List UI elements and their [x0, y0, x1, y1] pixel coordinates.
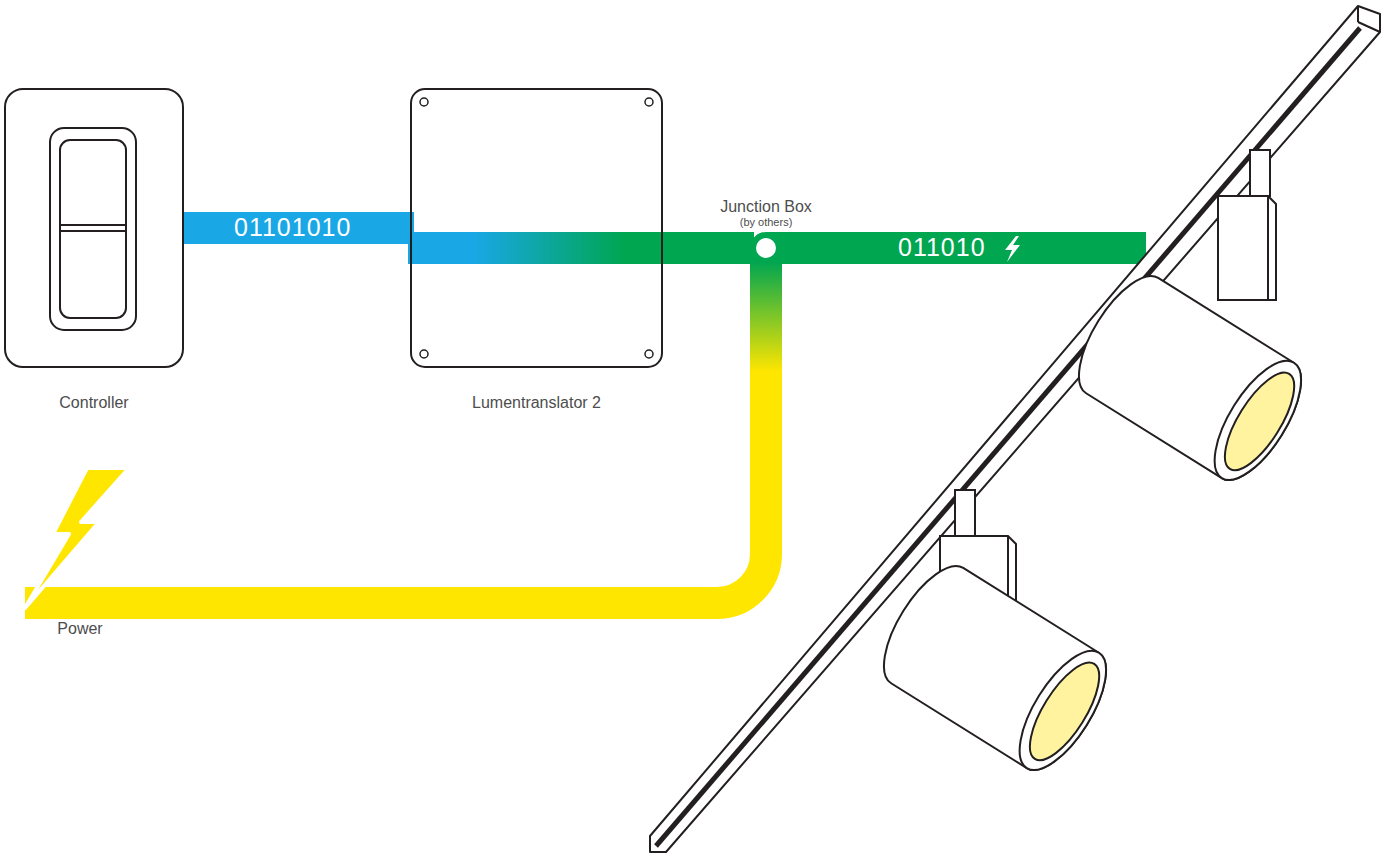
slider-line: [60, 224, 126, 226]
edge-label: 01101010: [234, 212, 351, 242]
bolt-shape: [25, 468, 143, 608]
screw-hole: [645, 98, 653, 106]
slider-line: [60, 230, 126, 232]
signal-band: [662, 232, 754, 264]
screw-hole: [420, 350, 428, 358]
wall-plate: [5, 89, 183, 367]
track-rail: [650, 6, 1380, 852]
junction-node: Junction Box(by others): [750, 232, 782, 264]
node-label: Controller: [59, 394, 128, 412]
bolt-symbol: [1005, 236, 1020, 262]
signal-label: 011010: [898, 232, 986, 262]
screw-hole: [645, 350, 653, 358]
node-label: Lumentranslator 2: [472, 394, 601, 412]
translator-node: Lumentranslator 2: [410, 88, 663, 368]
signal-band: [183, 212, 414, 244]
node-label: (by others): [740, 216, 793, 228]
enclosure: [411, 89, 662, 367]
switch-frame: [50, 128, 136, 330]
junction-ring: [753, 235, 779, 261]
band-inside-translator: [408, 232, 665, 264]
circle-shape: [750, 232, 782, 264]
switch-rocker: [60, 140, 126, 318]
band-to-track: [766, 232, 1146, 264]
controller-node: Controller: [4, 88, 184, 368]
power-node: Power: [25, 468, 143, 608]
plate-shape: [4, 88, 184, 368]
spotlight: [1062, 150, 1317, 493]
node-label: Power: [57, 620, 102, 638]
node-label: Junction Box: [720, 198, 812, 216]
lightning-bolt: [25, 468, 129, 608]
box-shape: [410, 88, 663, 368]
screw-hole: [420, 98, 428, 106]
spotlight: [867, 490, 1122, 783]
